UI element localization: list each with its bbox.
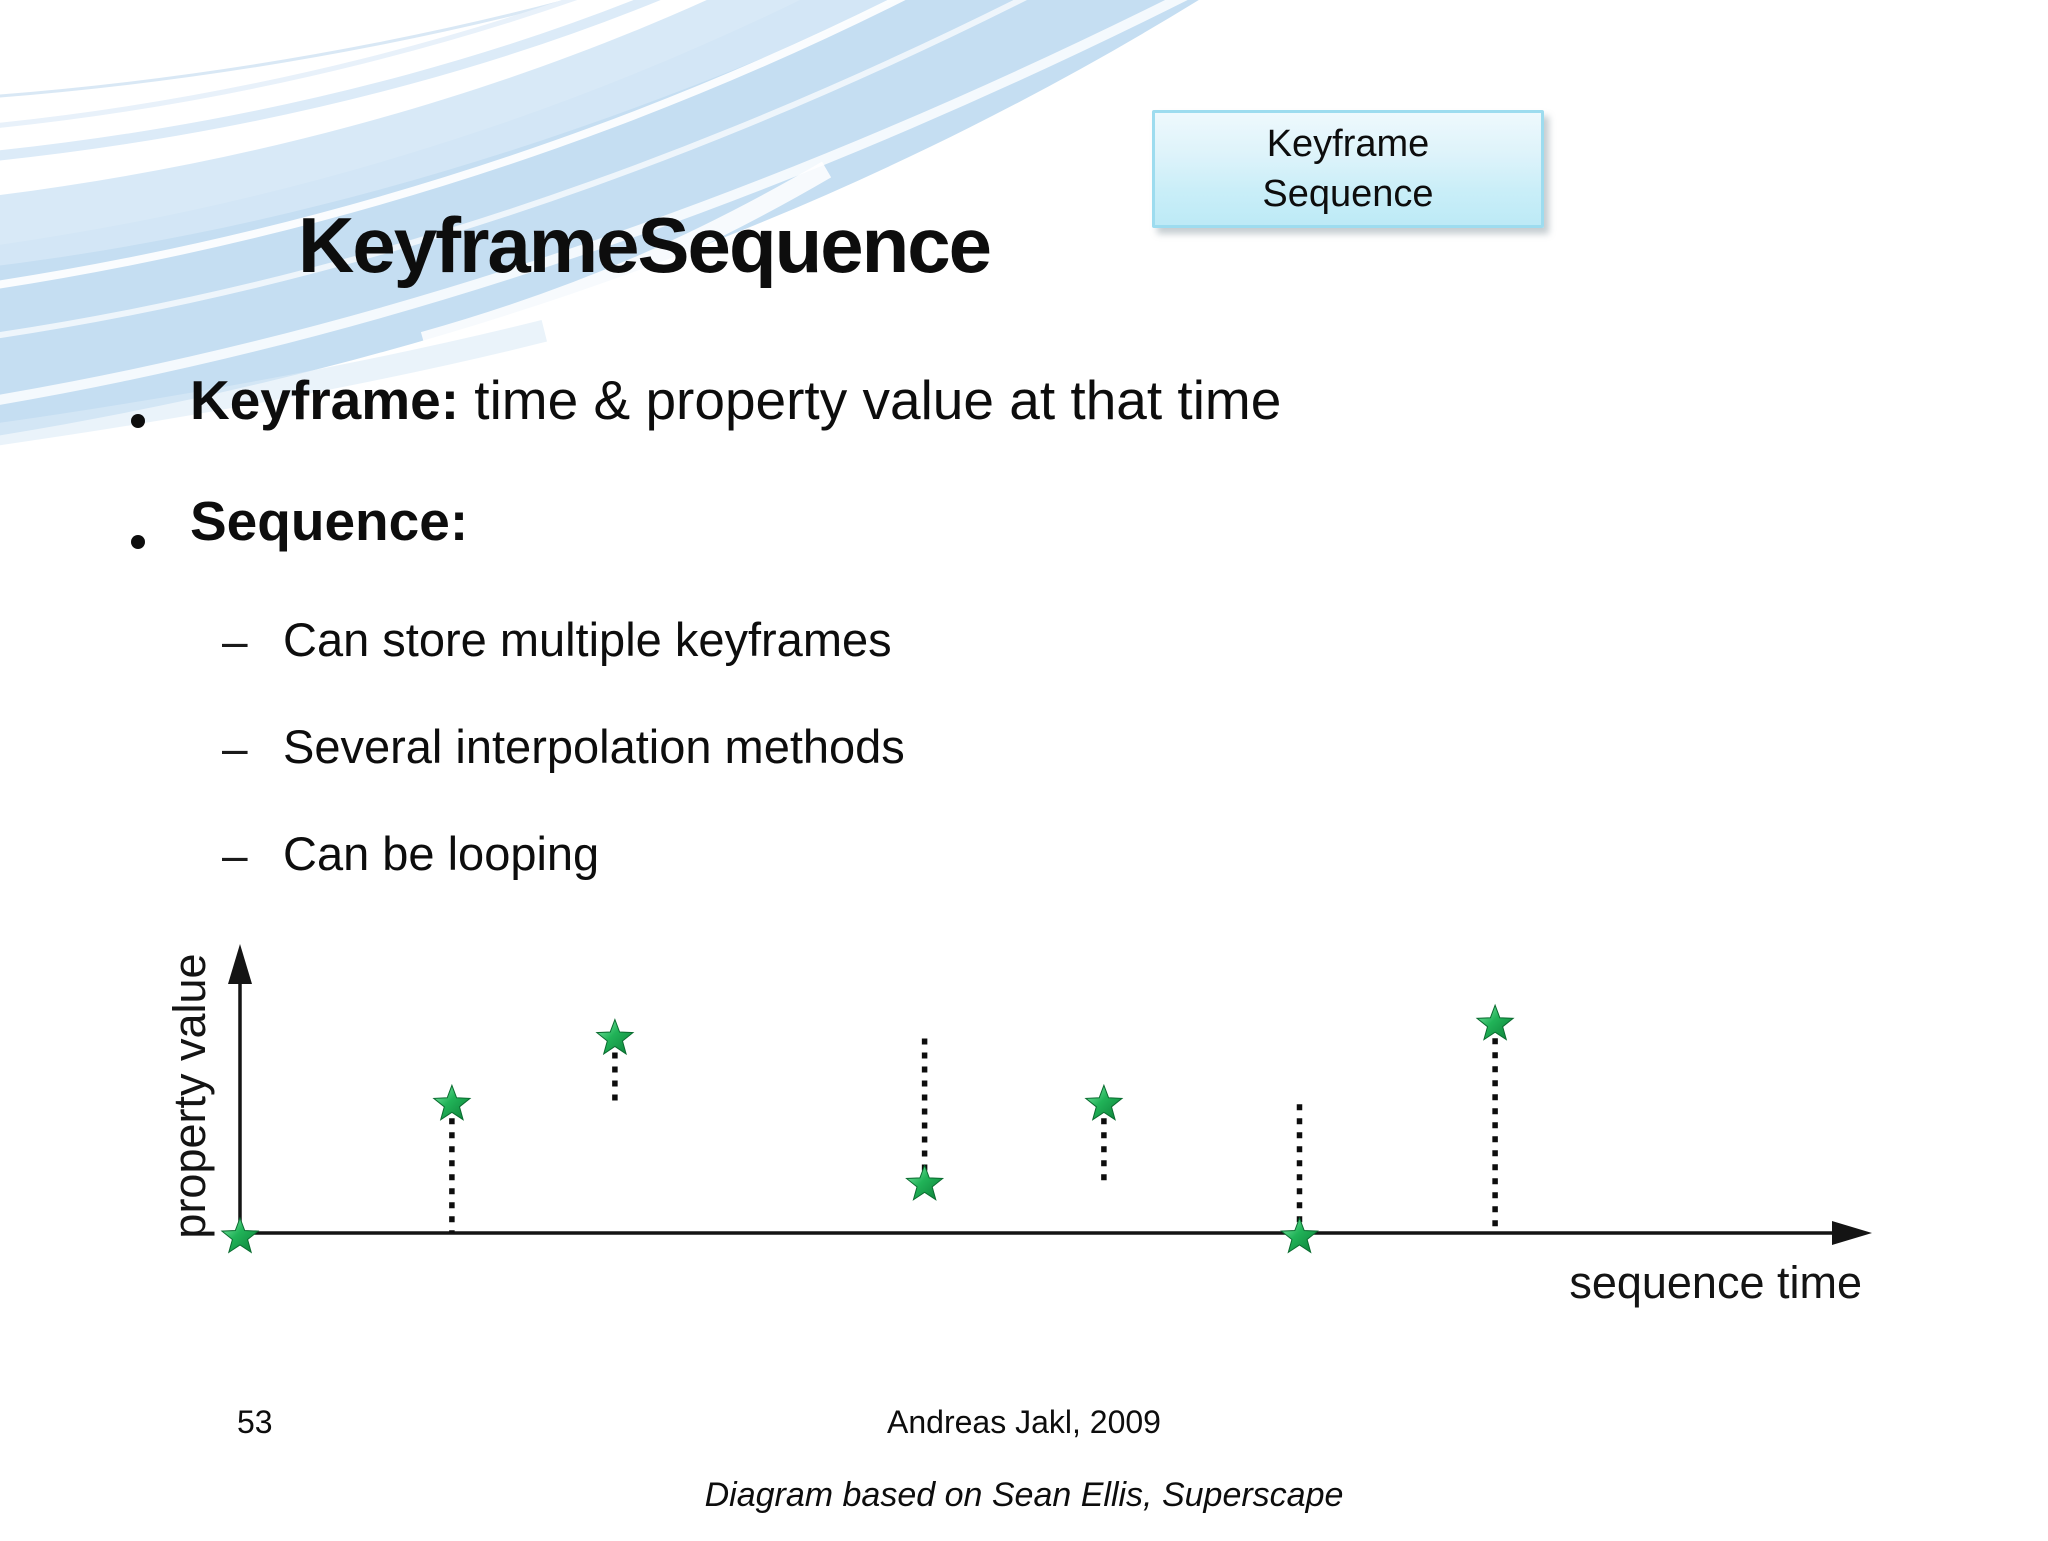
bullet-dot-keyframe <box>131 414 145 428</box>
sub-bullet-looping: Can be looping <box>283 827 600 880</box>
sub-bullet-interpolation: Several interpolation methods <box>283 720 905 773</box>
dash-marker-3: – <box>222 829 248 881</box>
sub-bullet-store-keyframes: Can store multiple keyframes <box>283 613 892 666</box>
x-axis-arrow <box>1832 1221 1872 1245</box>
bullet-sequence-lead: Sequence: <box>190 490 469 552</box>
keyframe-star-marker <box>596 1019 634 1055</box>
callout-line-1: Keyframe <box>1266 123 1430 165</box>
footer-author: Andreas Jakl, 2009 <box>887 1404 1161 1440</box>
bullet-sequence: Sequence: <box>190 489 468 553</box>
keyframe-star-marker <box>906 1164 944 1201</box>
bullet-keyframe-lead: Keyframe: <box>190 369 460 431</box>
dash-marker-1: – <box>222 615 248 667</box>
dash-marker-2: – <box>222 722 248 774</box>
keyframe-star-marker <box>433 1084 471 1121</box>
page-title: KeyframeSequence <box>298 201 992 290</box>
keyframe-star-marker <box>1476 1004 1514 1041</box>
bullet-keyframe: Keyframe: time & property value at that … <box>190 368 1281 432</box>
footer-credit: Diagram based on Sean Ellis, Superscape <box>704 1476 1344 1514</box>
y-axis-label: property value <box>164 953 215 1238</box>
swoosh-decoration <box>0 0 1199 446</box>
keyframe-star-marker <box>1280 1217 1319 1253</box>
keyframe-star-marker <box>221 1217 259 1253</box>
keyframe-star-marker <box>1085 1084 1123 1121</box>
page-number: 53 <box>237 1404 273 1440</box>
keyframe-sequence-callout-box: Keyframe Sequence <box>1152 110 1544 228</box>
y-axis-arrow <box>228 944 252 984</box>
callout-line-2: Sequence <box>1262 173 1434 215</box>
bullet-dot-sequence <box>131 535 145 549</box>
bullet-keyframe-text: time & property value at that time <box>459 369 1282 431</box>
x-axis-label: sequence time <box>1569 1257 1862 1308</box>
